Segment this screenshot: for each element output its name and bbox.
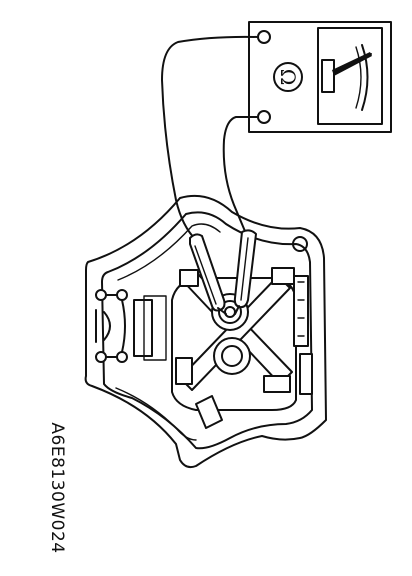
- connector-pin: [95, 351, 107, 363]
- test-lead-lower: [222, 116, 259, 237]
- connector-block: [133, 299, 153, 357]
- probe-tip-lower: [234, 305, 240, 315]
- ohmmeter-terminal-lower: [257, 110, 271, 124]
- housing-outer: [84, 194, 327, 469]
- connector-pin: [95, 289, 107, 301]
- probe-lower: [233, 229, 257, 315]
- component-housing: [84, 194, 327, 469]
- right-bracket: [293, 275, 313, 395]
- figure-code: A6E8130W024: [47, 422, 67, 553]
- connector-pin: [116, 351, 128, 363]
- meter-scale-arc: [361, 44, 369, 111]
- ohmmeter-terminal-upper: [257, 30, 271, 44]
- connector-pin: [116, 289, 128, 301]
- test-lead-upper: [161, 35, 259, 241]
- probe-tip-upper: [217, 307, 227, 315]
- needle-pivot: [321, 59, 335, 93]
- connector: [95, 289, 167, 363]
- housing-tab: [195, 395, 223, 429]
- test-leads: [161, 35, 259, 241]
- meter-window: [317, 27, 383, 125]
- meter-scale-inner: [355, 46, 362, 109]
- ohm-symbol: Ω: [276, 69, 300, 86]
- housing-inner-rim: [101, 211, 313, 450]
- mounting-hole: [292, 236, 308, 252]
- ohm-symbol-ring: [273, 62, 303, 92]
- ohmmeter-case: [248, 21, 392, 133]
- probe-upper: [189, 233, 227, 315]
- terminal-lower: [213, 337, 251, 375]
- ohmmeter: Ω: [248, 21, 392, 133]
